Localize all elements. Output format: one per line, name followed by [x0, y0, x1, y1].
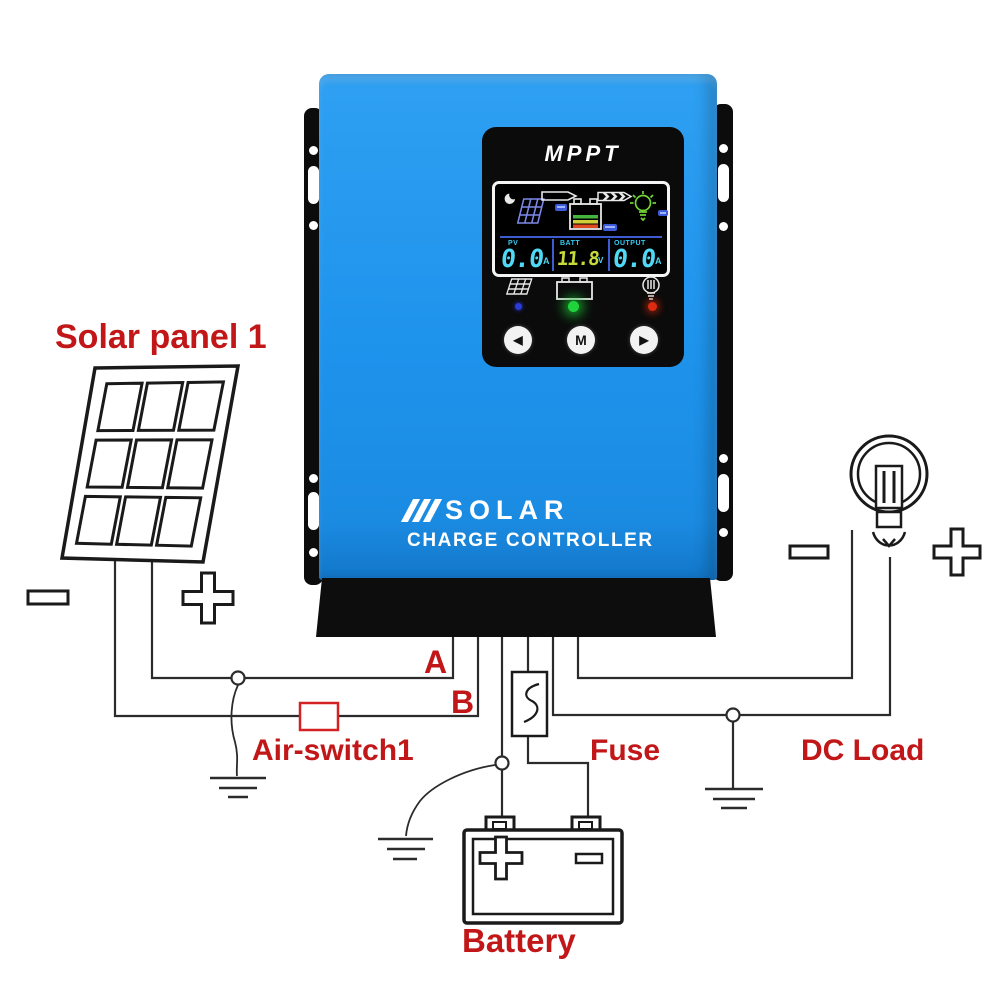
wire-dc-load-lower [551, 557, 892, 717]
output-label: OUTPUT [614, 240, 646, 247]
fuse-label: Fuse [590, 734, 661, 767]
fuse-box [510, 670, 549, 738]
solar-panel-cell [165, 438, 214, 490]
terminal-cover [316, 578, 716, 637]
wire-dc-load-upper [576, 530, 854, 680]
discharge-arrows-icon [597, 191, 633, 202]
moon-icon [504, 193, 515, 204]
battery-minus-symbol [574, 852, 604, 865]
load-led [648, 302, 657, 311]
solar-panel-label: Solar panel 1 [55, 318, 267, 356]
batt-value: 11.8 [555, 248, 600, 270]
solar-panel-cell [125, 438, 174, 490]
bracket-hole [309, 146, 318, 155]
pv-label: PV [508, 240, 519, 247]
battery-label: Battery [462, 922, 576, 959]
air-switch-label: Air-switch1 [252, 734, 414, 767]
menu-button[interactable]: M [567, 326, 595, 354]
wire-ground-tap-battery [405, 764, 496, 837]
mppt-logo: MPPT [544, 141, 622, 166]
mount-bracket-left [304, 108, 323, 585]
bracket-hole [309, 474, 318, 483]
pv-unit: A [543, 256, 550, 266]
bracket-slot [308, 166, 319, 204]
solar-panel-cell [85, 438, 134, 489]
pv-plus-symbol [181, 571, 235, 625]
solar-panel-cell [96, 381, 144, 433]
load-status-icon [642, 276, 660, 300]
bracket-hole [309, 548, 318, 557]
output-unit: A [655, 256, 662, 266]
left-arrow-button[interactable]: ◀ [504, 326, 532, 354]
solar-panel-cell [74, 494, 123, 546]
bracket-hole [719, 528, 728, 537]
status-tag-icon [603, 224, 617, 231]
solar-panel-cell [154, 495, 203, 548]
solar-panel-cell [136, 380, 185, 432]
bracket-slot [718, 474, 729, 512]
battery-drawing [462, 815, 624, 925]
battery-plus-symbol [478, 835, 524, 881]
pv-minus-symbol [26, 589, 70, 606]
air-switch-box [298, 701, 340, 732]
pv-status-icon [505, 278, 533, 295]
status-tag-icon [555, 204, 567, 211]
junction-dot-dc [725, 707, 741, 723]
lcd-divider [552, 239, 554, 271]
bracket-hole [719, 454, 728, 463]
junction-dot-battery [494, 755, 510, 771]
bulb-icon [630, 191, 656, 222]
ground-symbol-pv [210, 776, 266, 799]
right-arrow-button[interactable]: ▶ [630, 326, 658, 354]
bracket-hole [719, 144, 728, 153]
batt-unit: V [598, 256, 604, 265]
junction-dot-a [230, 670, 246, 686]
dc-plus-symbol [932, 527, 982, 577]
solar-panel-cell [114, 495, 163, 547]
batt-label: BATT [560, 240, 581, 247]
brand-block: SOLAR CHARGE CONTROLLER [400, 495, 654, 552]
wire-ground-tap-a [230, 684, 239, 777]
terminal-b-label: B [451, 684, 475, 720]
dc-load-bulb [849, 434, 929, 548]
bracket-slot [308, 492, 319, 530]
pv-led [515, 303, 522, 310]
solar-panel-drawing [59, 364, 241, 564]
brand-solar-text: SOLAR [445, 495, 570, 525]
wire-pv-positive [150, 552, 455, 680]
brand-slashes-icon [400, 499, 443, 522]
pv-value: 0.0 [499, 244, 545, 273]
bracket-hole [719, 222, 728, 231]
battery-status-icon [556, 277, 593, 300]
wire-fuse-to-battery [526, 736, 590, 818]
battery-icon [569, 198, 602, 230]
status-tag-icon [658, 210, 668, 216]
bracket-slot [718, 164, 729, 202]
mount-bracket-right [713, 104, 733, 581]
solar-panel-cell [176, 380, 226, 432]
terminal-a-label: A [424, 644, 448, 680]
dc-load-label: DC Load [801, 734, 925, 767]
bracket-hole [309, 221, 318, 230]
charge-arrow-icon [541, 191, 578, 201]
wire-pv-negative [113, 552, 480, 718]
control-panel: MPPT [482, 127, 684, 367]
lcd-divider [608, 239, 610, 271]
lcd-display: PV 0.0 A BATT 11.8 V OUTPUT 0.0 A [492, 181, 670, 277]
solar-array-icon [516, 198, 545, 224]
brand-charge-controller-text: CHARGE CONTROLLER [407, 530, 654, 551]
output-value: 0.0 [611, 244, 657, 273]
ground-symbol-battery [378, 837, 433, 861]
ground-symbol-dc [705, 787, 763, 810]
battery-led [568, 301, 579, 312]
lcd-divider [500, 236, 662, 238]
dc-minus-symbol [788, 544, 830, 560]
